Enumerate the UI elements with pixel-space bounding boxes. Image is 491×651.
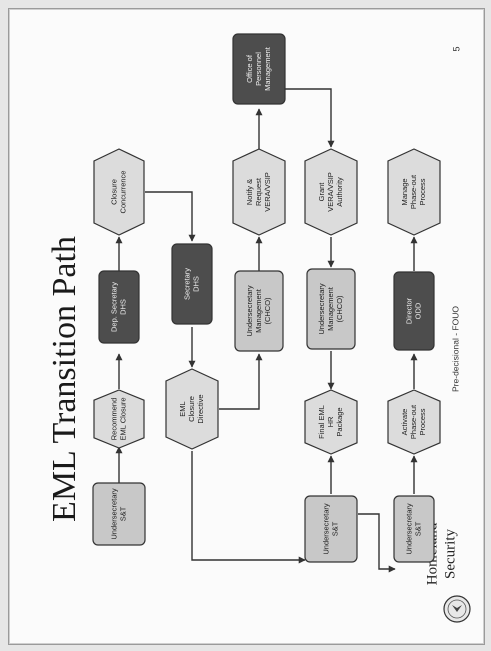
node-label-line: HR xyxy=(326,416,335,427)
process-box xyxy=(98,270,140,344)
arrow-directive-to-sat2 xyxy=(191,451,306,564)
node-label-line: Management xyxy=(254,288,263,333)
node-label-line: DHS xyxy=(191,276,200,292)
node-label-line: Closure xyxy=(187,396,196,422)
footer-classification: Pre-decisional - FOUO xyxy=(450,306,460,392)
node-label-line: Undersecretary xyxy=(321,503,330,555)
decision-hexagon xyxy=(304,148,358,236)
node-label-line: Secretary xyxy=(182,268,191,300)
node-label-line: Process xyxy=(418,408,427,435)
node-label-line: Activate xyxy=(400,409,409,436)
node-label-line: Director xyxy=(404,297,413,324)
node-label-line: Phase-out xyxy=(409,174,418,209)
connector-lines xyxy=(115,88,418,573)
slide: EML Transition Path 5 Pre-decisional - F… xyxy=(8,8,485,645)
node-label-line: Manage xyxy=(400,178,409,205)
node-label-line: Directive xyxy=(196,394,205,423)
node-label-line: ODD xyxy=(413,302,422,319)
node-label-line: Personnel xyxy=(254,52,263,86)
page-number: 5 xyxy=(451,46,461,51)
decision-hexagon xyxy=(93,389,145,449)
node-label-line: Closure xyxy=(109,179,118,205)
dhs-seal-logo xyxy=(443,595,471,623)
node-label-line: Process xyxy=(418,178,427,205)
node-label-line: Final EML xyxy=(317,405,326,439)
decision-hexagon xyxy=(93,148,145,236)
decision-hexagon xyxy=(304,389,358,455)
decision-hexagon xyxy=(165,368,219,450)
process-box xyxy=(232,33,286,105)
node-label-line: Notify & xyxy=(245,179,254,205)
process-box xyxy=(234,270,284,352)
process-box xyxy=(306,268,356,350)
node-label-line: EML Closure xyxy=(118,397,127,440)
process-box xyxy=(393,495,435,563)
decision-hexagon xyxy=(232,148,286,236)
node-label-line: (CHCO) xyxy=(263,297,272,325)
node-label-line: Phase-out xyxy=(409,404,418,439)
node-label-line: S&T xyxy=(413,521,422,536)
process-box xyxy=(304,495,358,563)
decision-hexagon xyxy=(387,389,441,455)
node-label-line: Grant xyxy=(317,182,326,202)
decision-hexagon xyxy=(387,148,441,236)
node-label-line: VERA/VSIP xyxy=(326,172,335,212)
arrow-directive-to-mgmt1 xyxy=(219,353,263,410)
node-label-line: Recommend xyxy=(109,398,118,441)
node-label-line: (CHCO) xyxy=(335,295,344,323)
node-label-line: Undersecretary xyxy=(245,285,254,337)
process-box xyxy=(92,482,146,546)
node-label-line: Management xyxy=(263,46,272,91)
process-box xyxy=(171,243,213,325)
arrow-sat2-to-sat3 xyxy=(358,513,396,573)
node-label-line: Authority xyxy=(335,177,344,207)
node-label-line: S&T xyxy=(118,506,127,521)
arrow-concurrence-to-secretary xyxy=(145,191,196,242)
node-label-line: VERA/VSIP xyxy=(263,172,272,212)
node-label-line: Undersecretary xyxy=(109,488,118,540)
node-label-line: Package xyxy=(335,407,344,436)
transition-path-diagram: EML Transition Path 5 Pre-decisional - F… xyxy=(46,33,471,623)
node-label-line: Management xyxy=(326,286,335,331)
node-label-line: Request xyxy=(254,177,263,206)
slide-title: EML Transition Path xyxy=(46,236,83,522)
node-label-line: Dep. Secretary xyxy=(109,282,118,332)
node-label-line: DHS xyxy=(118,299,127,315)
logo-text-security: Security xyxy=(442,529,458,579)
node-label-line: Office of xyxy=(245,54,254,83)
node-label-line: Undersecretary xyxy=(317,283,326,335)
node-label-line: Undersecretary xyxy=(404,503,413,555)
process-box xyxy=(393,271,435,351)
arrow-opm-to-grant xyxy=(284,88,335,148)
node-label-line: S&T xyxy=(330,521,339,536)
node-label-line: Concurrence xyxy=(118,171,127,214)
node-label-line: EML xyxy=(178,401,187,416)
